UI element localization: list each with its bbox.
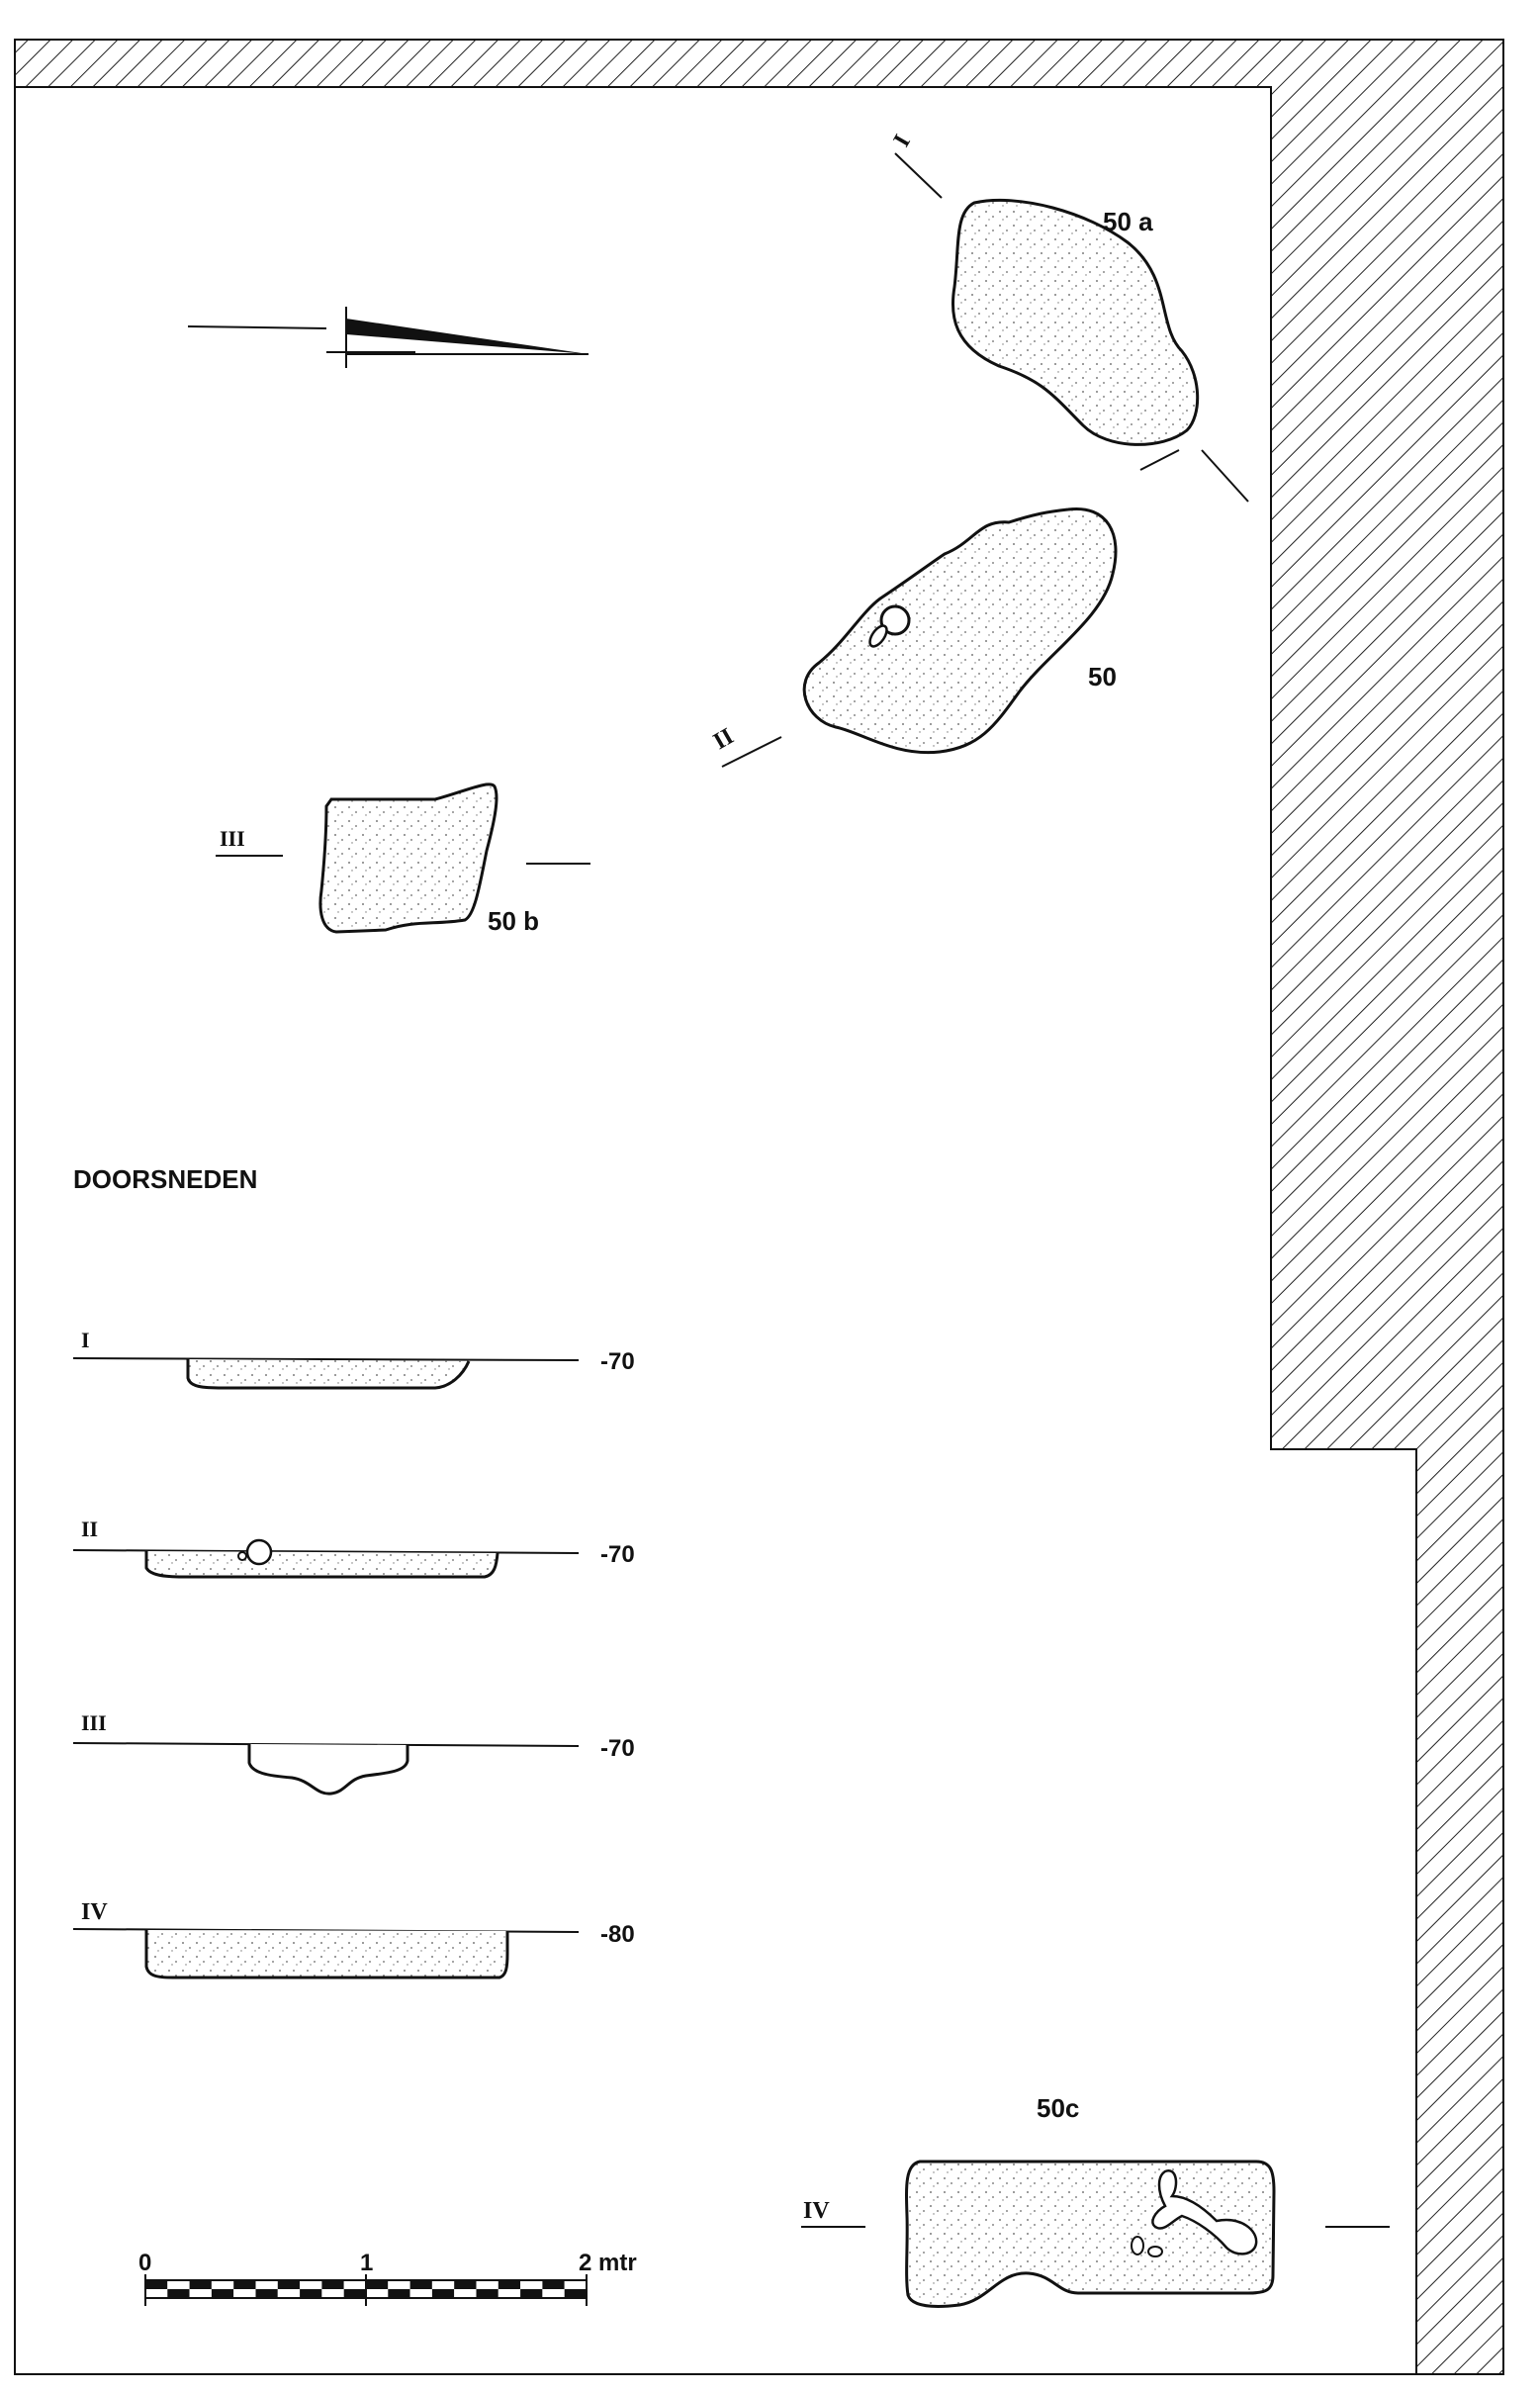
section-label-I: I — [81, 1328, 90, 1352]
feature-50 — [802, 506, 1118, 755]
scale-segment — [167, 2280, 190, 2289]
section-marker-III-plan — [216, 855, 590, 865]
scale-segment — [409, 2289, 432, 2298]
feature-label-50: 50 — [1088, 662, 1117, 691]
scale-segment — [542, 2280, 565, 2289]
scale-segment — [409, 2280, 432, 2289]
feature-label-50a: 50 a — [1103, 207, 1153, 236]
post-hole — [868, 604, 911, 648]
scale-bar — [144, 2274, 588, 2306]
scale-segment — [167, 2289, 190, 2298]
section-profile-III — [72, 1742, 580, 1796]
scale-segment — [366, 2280, 389, 2289]
section-depth-III: -70 — [600, 1735, 635, 1762]
scale-label-2: 2 mtr — [579, 2250, 637, 2276]
scale-segment — [211, 2280, 234, 2289]
section-label-IV: IV — [81, 1899, 108, 1925]
trench-outline — [14, 86, 1417, 2375]
feature-50c-pebble — [1131, 2236, 1144, 2256]
scale-segment — [476, 2289, 498, 2298]
scale-segment — [498, 2280, 521, 2289]
scale-segment — [145, 2289, 168, 2298]
scale-segment — [476, 2280, 498, 2289]
feature-50c-inclusion — [1151, 2169, 1258, 2256]
section-marker-label-I: I — [889, 131, 916, 151]
section-label-II: II — [81, 1517, 98, 1541]
feature-50a — [951, 198, 1200, 446]
section-profile-II — [72, 1538, 580, 1579]
wall-hatch — [15, 40, 1503, 2374]
scale-label-1: 1 — [360, 2250, 373, 2276]
scale-segment — [255, 2280, 278, 2289]
scale-segment — [542, 2289, 565, 2298]
scale-segment — [431, 2289, 455, 2298]
section-label-III: III — [81, 1710, 107, 1735]
sections-heading: DOORSNEDEN — [73, 1164, 257, 1194]
scale-label-0: 0 — [138, 2250, 151, 2276]
scale-segment — [520, 2280, 543, 2289]
section-marker-II-plan — [721, 736, 782, 768]
feature-label-50b: 50 b — [488, 906, 539, 936]
scale-segment — [454, 2289, 477, 2298]
scale-segment — [366, 2289, 389, 2298]
scale-segment — [277, 2289, 301, 2298]
section-marker-label-III: III — [220, 826, 245, 851]
scale-segment — [321, 2280, 344, 2289]
scale-segment — [454, 2280, 477, 2289]
section-depth-I: -70 — [600, 1348, 635, 1375]
section-depth-IV: -80 — [600, 1921, 635, 1948]
scale-segment — [255, 2289, 278, 2298]
scale-segment — [277, 2280, 301, 2289]
scale-segment — [189, 2280, 212, 2289]
scale-segment — [189, 2289, 212, 2298]
scale-segment — [564, 2289, 587, 2298]
section-marker-label-IV: IV — [803, 2198, 830, 2224]
scale-segment — [233, 2289, 256, 2298]
scale-segment — [520, 2289, 543, 2298]
scale-segment — [498, 2289, 521, 2298]
scale-segment — [300, 2289, 322, 2298]
scale-segment — [388, 2289, 410, 2298]
scale-segment — [211, 2289, 234, 2298]
scale-segment — [431, 2280, 455, 2289]
scale-segment — [343, 2280, 366, 2289]
feature-50c-pebble — [1147, 2246, 1163, 2257]
feature-label-50c: 50c — [1037, 2093, 1079, 2123]
north-arrow-icon — [187, 307, 589, 368]
scale-segment — [300, 2280, 322, 2289]
scale-segment — [564, 2280, 587, 2289]
outer-frame — [14, 39, 1504, 2375]
section-marker-label-II: II — [709, 723, 738, 755]
section-marker-I-plan — [894, 152, 1249, 503]
section-profile-IV — [72, 1928, 580, 1980]
section-depth-II: -70 — [600, 1541, 635, 1568]
scale-segment — [233, 2280, 256, 2289]
scale-segment — [321, 2289, 344, 2298]
scale-segment — [388, 2280, 410, 2289]
scale-segment — [145, 2280, 168, 2289]
section-profile-I — [72, 1357, 580, 1390]
feature-50b — [318, 783, 498, 934]
scale-segment — [343, 2289, 366, 2298]
